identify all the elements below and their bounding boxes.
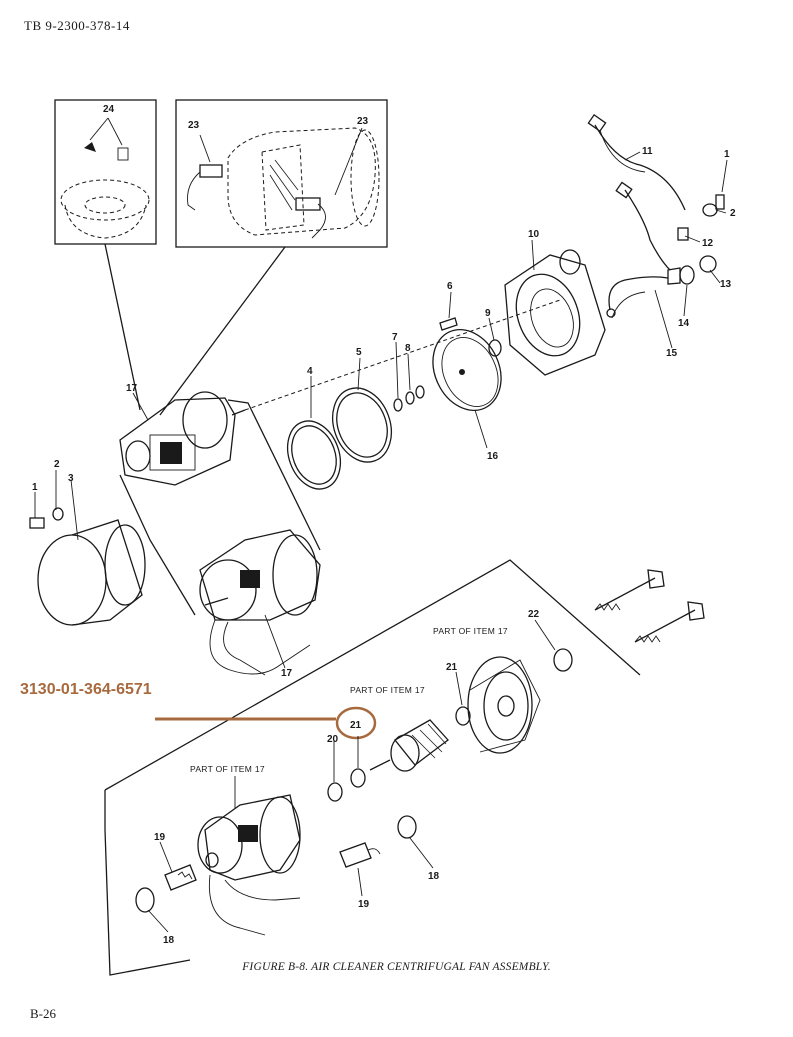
nsn-callout-label: 3130-01-364-6571	[20, 681, 152, 698]
document-number: TB 9-2300-378-14	[24, 18, 130, 33]
label-15: 15	[666, 348, 678, 359]
label-1-upper: 1	[724, 149, 730, 160]
label-24: 24	[103, 104, 115, 115]
label-20: 20	[327, 734, 339, 745]
label-5: 5	[356, 347, 362, 358]
screws-items-1-2-upper	[667, 194, 725, 285]
label-8: 8	[405, 343, 411, 354]
blower-motor-item-17	[119, 391, 246, 486]
part-of-17-label-upper: PART OF ITEM 17	[433, 626, 508, 636]
label-9: 9	[485, 308, 491, 319]
item-number-labels: 24 23 23 11 1 2 10 12 13 6 9 14 7 8 5 15…	[32, 104, 736, 946]
inset-detail-item-23	[175, 99, 388, 248]
label-19-right: 19	[358, 899, 370, 910]
label-23a: 23	[188, 120, 200, 131]
label-11: 11	[642, 146, 653, 157]
page-number: B-26	[30, 1006, 56, 1021]
label-19-left: 19	[154, 832, 166, 843]
label-12: 12	[702, 238, 714, 249]
label-16: 16	[487, 451, 499, 462]
leader-lines	[34, 151, 728, 933]
o-ring-gaskets-items-4-5	[286, 387, 392, 490]
motor-assembly-item-17	[199, 529, 321, 676]
wiring-harness-items-11-15	[587, 113, 686, 319]
part-of-17-label-lower: PART OF ITEM 17	[190, 764, 265, 774]
brushes-items-18-19	[135, 815, 417, 913]
label-22: 22	[528, 609, 540, 620]
label-18-right: 18	[428, 871, 440, 882]
part-of-17-label-middle: PART OF ITEM 17	[350, 685, 425, 695]
fan-impeller-item-16	[432, 328, 502, 412]
washers-items-7-8	[393, 385, 425, 412]
label-6: 6	[447, 281, 453, 292]
label-1-left: 1	[32, 482, 38, 493]
inset-detail-item-24	[54, 99, 157, 245]
label-21-right: 21	[446, 662, 458, 673]
label-2-left: 2	[54, 459, 60, 470]
long-screws	[594, 569, 705, 643]
label-2-upper: 2	[730, 208, 736, 219]
motor-frame-part-of-17	[197, 794, 301, 936]
label-18-left: 18	[163, 935, 175, 946]
fan-housing-item-10	[488, 249, 606, 376]
figure-caption: FIGURE B-8. AIR CLEANER CENTRIFUGAL FAN …	[242, 961, 551, 973]
label-14: 14	[678, 318, 690, 329]
label-4: 4	[307, 366, 313, 377]
end-bell-part-of-17	[467, 656, 541, 754]
label-3: 3	[68, 473, 74, 484]
label-7: 7	[392, 332, 398, 343]
end-cover-item-3	[29, 507, 146, 626]
label-21-callout: 21	[350, 720, 362, 731]
label-10: 10	[528, 229, 540, 240]
label-23b: 23	[357, 116, 369, 127]
armature-part-of-17	[369, 719, 449, 772]
label-17-upper: 17	[126, 383, 138, 394]
label-17-lower: 17	[281, 668, 293, 679]
label-13: 13	[720, 279, 732, 290]
